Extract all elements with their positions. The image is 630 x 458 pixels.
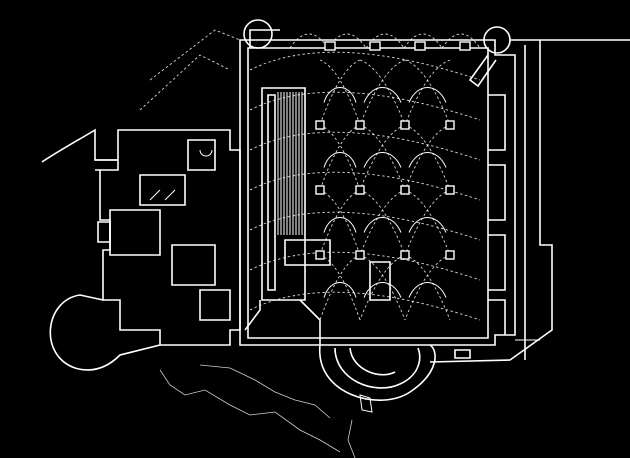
vault-rib [404, 189, 451, 256]
vault-rib [319, 189, 361, 256]
vault-rib [404, 124, 451, 191]
buttress [369, 41, 381, 51]
top-arch [289, 33, 329, 49]
vault-rib [319, 254, 361, 321]
vault-rib [404, 59, 451, 126]
stair-block [244, 87, 391, 345]
pier [315, 185, 325, 195]
terrace-details [454, 349, 471, 359]
pier [355, 185, 365, 195]
vault-rib [319, 59, 361, 126]
vault-rib [319, 254, 361, 321]
sweep-line [249, 171, 481, 201]
pier [315, 250, 325, 260]
vault-rib [359, 254, 406, 321]
main-hall-walls [239, 19, 516, 346]
pier [400, 250, 410, 260]
sweep-line [249, 51, 481, 81]
sweep-line [249, 131, 481, 161]
vault-arc [363, 152, 402, 168]
vault-rib [404, 189, 451, 256]
top-arch [441, 33, 481, 49]
vault-rib [359, 189, 406, 256]
round-bastion [49, 294, 161, 371]
west-annex [95, 129, 241, 346]
pier [400, 120, 410, 130]
vault-rib [319, 59, 361, 126]
vault-arc [363, 217, 402, 233]
vault-rib [404, 124, 451, 191]
pier [445, 250, 455, 260]
sweep-line [249, 211, 481, 241]
ground-contour [159, 364, 356, 458]
pier [315, 120, 325, 130]
east-room-cells [488, 94, 506, 335]
sweep-line [249, 251, 481, 281]
stair-treads [277, 92, 303, 235]
pier [400, 185, 410, 195]
vault-arc [323, 282, 357, 298]
vault-rib [359, 254, 406, 321]
vault-rib [404, 59, 451, 126]
vault-arc [323, 217, 357, 233]
vault-rib [359, 124, 406, 191]
pier [445, 185, 455, 195]
pier [445, 120, 455, 130]
pier [355, 250, 365, 260]
sweep-line [249, 291, 481, 321]
buttress [324, 41, 336, 51]
outer-terrace [429, 39, 630, 363]
top-arch [365, 33, 405, 49]
approach-lines [139, 29, 241, 111]
vault-rib [319, 124, 361, 191]
buttress [414, 41, 426, 51]
vault-arc [323, 87, 357, 103]
pier [355, 120, 365, 130]
vault-arc [408, 282, 447, 298]
spiral-stair [319, 344, 436, 413]
sweep-line [249, 91, 481, 121]
vault-rib [319, 189, 361, 256]
vault-arc [408, 217, 447, 233]
vault-rib [359, 59, 406, 126]
vault-rib [359, 59, 406, 126]
vault-piers [315, 41, 471, 260]
top-arch [403, 33, 443, 49]
entry-arc [41, 128, 118, 163]
vault-rib [359, 189, 406, 256]
vault-rib [319, 124, 361, 191]
vault-arc [363, 282, 402, 298]
buttress [459, 41, 471, 51]
vault-arc [363, 87, 402, 103]
vault-arc [408, 152, 447, 168]
vault-rib [359, 124, 406, 191]
vault-arc [408, 87, 447, 103]
vault-arc [323, 152, 357, 168]
